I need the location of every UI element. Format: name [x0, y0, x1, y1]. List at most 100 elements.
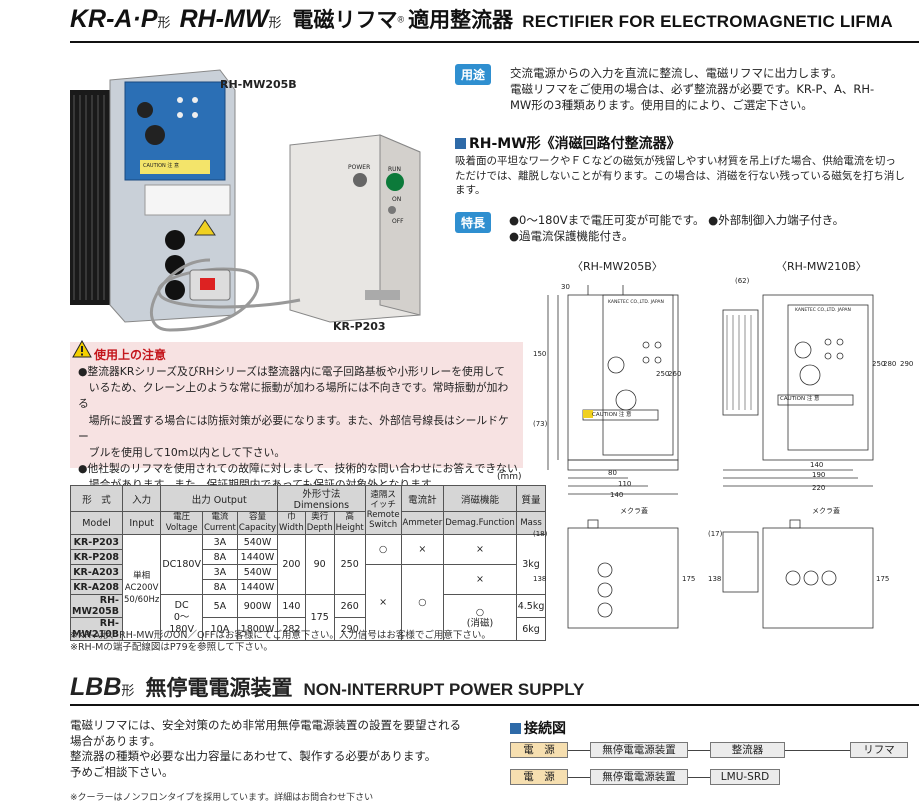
- cell-remote: ○: [364, 534, 402, 565]
- conn-line: [785, 750, 850, 751]
- note-line: ※KR-A形、RH-MW形のON／OFFはお客様にてご用意下さい。入力信号はお客…: [70, 630, 491, 641]
- feature-badge: 特長: [455, 212, 492, 233]
- cell-model: KR-P203: [70, 534, 123, 550]
- conn-power-1: 電 源: [510, 742, 568, 758]
- cell-model: RH-MW210B: [70, 617, 123, 641]
- cell-capacity: 540W: [236, 534, 279, 550]
- dim-280: 280: [883, 360, 897, 368]
- table-row: KR-A208 8A 1440W: [70, 579, 546, 595]
- title-en: RECTIFIER FOR ELECTROMAGNETIC LIFMA: [522, 12, 893, 31]
- feature-text: ●0～180Vまで電圧可変が可能です。 ●外部制御入力端子付き。 ●過電流保護機…: [509, 212, 844, 244]
- cell-model: KR-A203: [70, 564, 123, 580]
- cell-demag: ×: [443, 534, 517, 565]
- caution-line: ブルを使用して10m以内として下さい。: [78, 446, 286, 460]
- lbb-en-title: NON-INTERRUPT POWER SUPPLY: [303, 680, 585, 699]
- drawing-caution-b: CAUTION 注 意: [780, 396, 820, 402]
- rhmw-line: 吸着面の平坦なワークやＦＣなどの磁気が残留しやすい材質を吊上げた場合、供給電流を…: [455, 155, 896, 167]
- lbb-model: LBB: [70, 673, 122, 701]
- cell-current: 8A: [201, 549, 238, 565]
- drawing-title-rh-mw205b: 〈RH-MW205B〉: [572, 260, 663, 273]
- rhmw-text: 吸着面の平坦なワークやＦＣなどの磁気が残留しやすい材質を吊上げた場合、供給電流を…: [455, 154, 915, 198]
- photo-caution-label: CAUTION 注 意: [143, 163, 179, 169]
- cell-height: 260: [333, 594, 366, 618]
- th-mass-en: Mass: [515, 511, 547, 535]
- conn-lmu-srd: LMU-SRD: [710, 769, 780, 785]
- dim-190: 190: [812, 471, 826, 479]
- cell-voltage-dc180: DC180V: [160, 534, 203, 595]
- lbb-text: 電磁リフマには、安全対策のため非常用無停電電源装置の設置を要望される 場合があり…: [70, 718, 510, 780]
- cell-current: 3A: [201, 534, 238, 550]
- drawing-title-rh-mw210b: 〈RH-MW210B〉: [776, 260, 867, 273]
- cell-ammeter: ○: [400, 564, 445, 641]
- cell-demag: ×: [443, 564, 517, 595]
- cell-capacity: 1440W: [236, 549, 279, 565]
- lbb-jp-title: 無停電電源装置: [145, 677, 293, 700]
- lbb-line: 予めご相談下さい。: [70, 764, 174, 779]
- dim-110: 110: [618, 480, 632, 488]
- dim-30: 30: [561, 283, 570, 291]
- note-line: ※RH-Mの端子配線図はP79を参照して下さい。: [70, 642, 273, 653]
- title-jp2: 適用整流器: [408, 9, 514, 32]
- dim-73: (73): [533, 420, 548, 428]
- dim-138-a: 138: [533, 575, 547, 583]
- cell-depth: 90: [304, 534, 335, 595]
- lbb-kata: 形: [121, 683, 135, 698]
- cell-width: 140: [277, 594, 306, 618]
- usage-line: 交流電源からの入力を直流に整流し、電磁リフマに出力します。: [510, 66, 843, 80]
- th-mass: 質量: [515, 485, 547, 512]
- cell-mass: 3kg: [515, 534, 547, 595]
- cell-width: 200: [277, 534, 306, 595]
- title-kata-b: 形: [268, 15, 282, 30]
- dimension-drawings: [547, 285, 874, 629]
- cell-capacity: 540W: [236, 564, 279, 580]
- title-model-b: RH-MW: [179, 5, 269, 33]
- usage-text: 交流電源からの入力を直流に整流し、電磁リフマに出力します。 電磁リフマをご使用の…: [510, 65, 915, 113]
- lbb-rule: [70, 704, 919, 706]
- dim-250: 250: [656, 370, 670, 378]
- dim-138-b: 138: [708, 575, 722, 583]
- dim-220: 220: [812, 484, 826, 492]
- usage-line: 電磁リフマをご使用の場合は、必ず整流器が必要です。KR-P、A、RH-: [510, 82, 875, 96]
- caution-heading: 使用上の注意: [94, 348, 167, 362]
- warning-icon: [72, 340, 92, 358]
- photo-off-label: OFF: [392, 218, 404, 225]
- cell-model: KR-P208: [70, 549, 123, 565]
- table-unit: (mm): [497, 472, 522, 482]
- heading-square-icon: [455, 138, 466, 149]
- title-kata-a: 形: [157, 15, 171, 30]
- caution-line: ●整流器KRシリーズ及びRHシリーズは整流器内に電子回路基板や小形リレーを使用し…: [78, 365, 505, 378]
- lbb-line: 整流器の種類や必要な出力容量にあわせて、製作する必要があります。: [70, 749, 437, 763]
- dim-250-b: 250: [872, 360, 886, 368]
- caution-line: ●他社製のリフマを使用されての故障に対しまして、技術的な問い合わせにお答えできな…: [78, 462, 518, 476]
- page-title: KR-A·P形 RH-MW形 電磁リフマ®適用整流器 RECTIFIER FOR…: [70, 4, 919, 40]
- feature-line: ●0～180Vまで電圧可変が可能です。 ●外部制御入力端子付き。: [509, 213, 845, 227]
- cell-depth: 175: [304, 594, 335, 641]
- cell-current: 3A: [201, 564, 238, 580]
- photo-run-label: RUN: [388, 166, 402, 173]
- cell-ammeter: ×: [400, 534, 445, 565]
- feature-section: 特長: [455, 212, 492, 233]
- th-output: 出力 Output: [160, 485, 279, 512]
- usage-section: 用途: [455, 64, 492, 85]
- caution-box: 使用上の注意 ●整流器KRシリーズ及びRHシリーズは整流器内に電子回路基板や小形…: [70, 340, 523, 491]
- heading-square-icon: [510, 723, 521, 734]
- conn-power-2: 電 源: [510, 769, 568, 785]
- conn-line: [688, 777, 710, 778]
- product-photo-illustration: [70, 69, 421, 332]
- dim-175-b: 175: [876, 575, 890, 583]
- th-dims: 外形寸法 Dimensions: [277, 485, 366, 512]
- table-row: KR-A203 3A 540W × ○ ×: [70, 564, 546, 641]
- table-row: RH-MW210B 10A 1800W 282 290 6kg: [70, 617, 547, 641]
- th-input-en: Input: [121, 511, 162, 535]
- conn-lifma: リフマ: [850, 742, 908, 758]
- title-rule: [70, 41, 919, 43]
- th-demag-en: Demag.Function: [443, 511, 517, 535]
